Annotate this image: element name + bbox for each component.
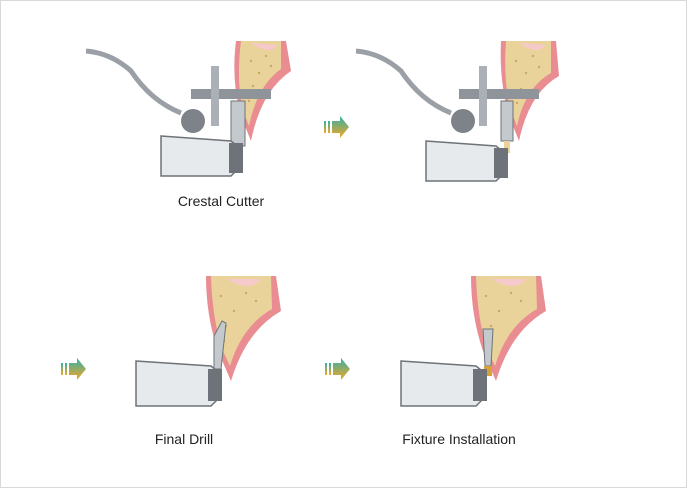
bone xyxy=(505,41,551,126)
implant-fixture xyxy=(482,328,494,367)
guide-arm xyxy=(85,48,182,116)
final-drill-illustration xyxy=(135,276,281,407)
step-final-drill: Final Drill xyxy=(96,271,316,451)
crestal-cutter-illustration xyxy=(85,41,291,177)
bone xyxy=(211,276,272,366)
step-caption: Crestal Cutter xyxy=(177,193,265,209)
arrow-right-icon xyxy=(325,356,351,382)
guide-drill-illustration xyxy=(355,41,559,182)
drill-guide-icon xyxy=(459,89,539,99)
fixture-installation-illustration xyxy=(400,276,546,407)
drill-guide-icon xyxy=(191,89,271,99)
step-crestal-cutter: Crestal Cutter xyxy=(81,31,311,209)
step-caption: Final Drill xyxy=(154,431,214,447)
arrow-right-icon xyxy=(61,356,87,382)
bone xyxy=(238,41,281,126)
step-guide-drill xyxy=(351,31,581,191)
step-caption: Fixture Installation xyxy=(402,431,516,447)
step-fixture-installation: Fixture Installation xyxy=(371,271,591,451)
arrow-right-icon xyxy=(324,114,350,140)
guide-arm xyxy=(355,48,452,116)
